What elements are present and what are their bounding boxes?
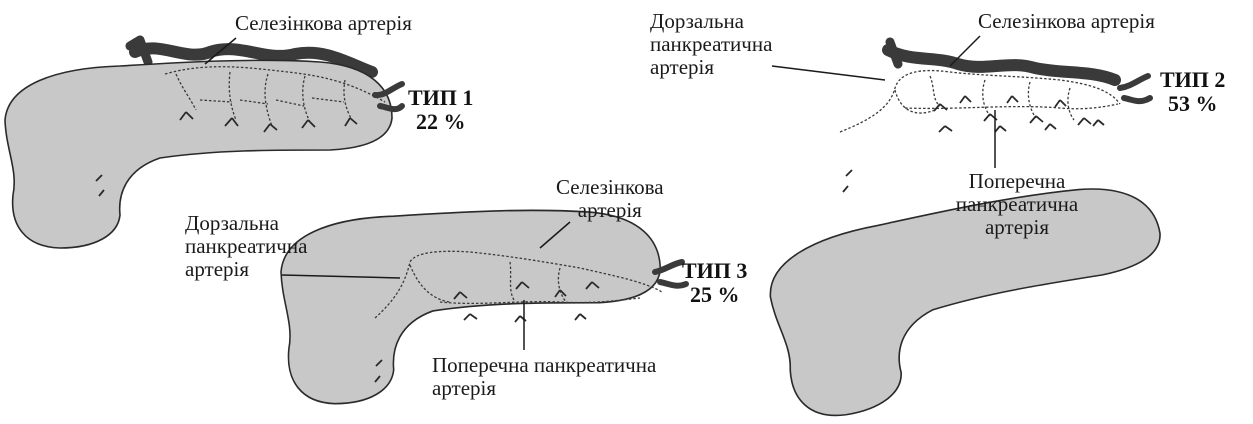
label-transverse-artery-3-line-2: артерія	[432, 377, 656, 400]
label-transverse-artery-2-line-3: артерія	[952, 216, 1082, 239]
type-name-3: ТИП 3	[682, 259, 747, 283]
label-dorsal-artery-2-line-1: Дорзальна	[650, 10, 772, 33]
type-label-2: ТИП 2 53 %	[1160, 68, 1225, 116]
label-splenic-artery-3-line-1: Селезінкова	[556, 176, 664, 199]
leader-line-dorsal-2	[772, 66, 885, 80]
label-dorsal-artery-3-line-2: панкреатична	[185, 235, 307, 258]
type-percent-1: 22 %	[408, 110, 473, 134]
type-name-2: ТИП 2	[1160, 68, 1225, 92]
label-splenic-artery-2: Селезінкова артерія	[978, 10, 1155, 33]
type-label-3: ТИП 3 25 %	[682, 259, 747, 307]
label-dorsal-artery-3: Дорзальна панкреатична артерія	[185, 212, 307, 281]
label-transverse-artery-2-line-2: панкреатична	[952, 193, 1082, 216]
label-splenic-artery-3-line-2: артерія	[556, 199, 664, 222]
label-dorsal-artery-3-line-1: Дорзальна	[185, 212, 307, 235]
splenic-exit-2	[1120, 76, 1150, 101]
splenic-artery-2	[888, 42, 1115, 80]
label-transverse-artery-3: Поперечна панкреатична артерія	[432, 354, 656, 400]
label-transverse-artery-2: Поперечна панкреатична артерія	[952, 170, 1082, 239]
type-percent-2: 53 %	[1160, 92, 1225, 116]
label-transverse-artery-2-line-1: Поперечна	[952, 170, 1082, 193]
label-splenic-artery-1: Селезінкова артерія	[235, 12, 412, 35]
label-dorsal-artery-2: Дорзальна панкреатична артерія	[650, 10, 772, 79]
type-name-1: ТИП 1	[408, 86, 473, 110]
label-splenic-artery-3: Селезінкова артерія	[556, 176, 664, 222]
label-dorsal-artery-2-line-3: артерія	[650, 56, 772, 79]
type-percent-3: 25 %	[682, 283, 747, 307]
label-dorsal-artery-3-line-3: артерія	[185, 258, 307, 281]
label-dorsal-artery-2-line-2: панкреатична	[650, 33, 772, 56]
label-transverse-artery-3-line-1: Поперечна панкреатична	[432, 354, 656, 377]
type-label-1: ТИП 1 22 %	[408, 86, 473, 134]
